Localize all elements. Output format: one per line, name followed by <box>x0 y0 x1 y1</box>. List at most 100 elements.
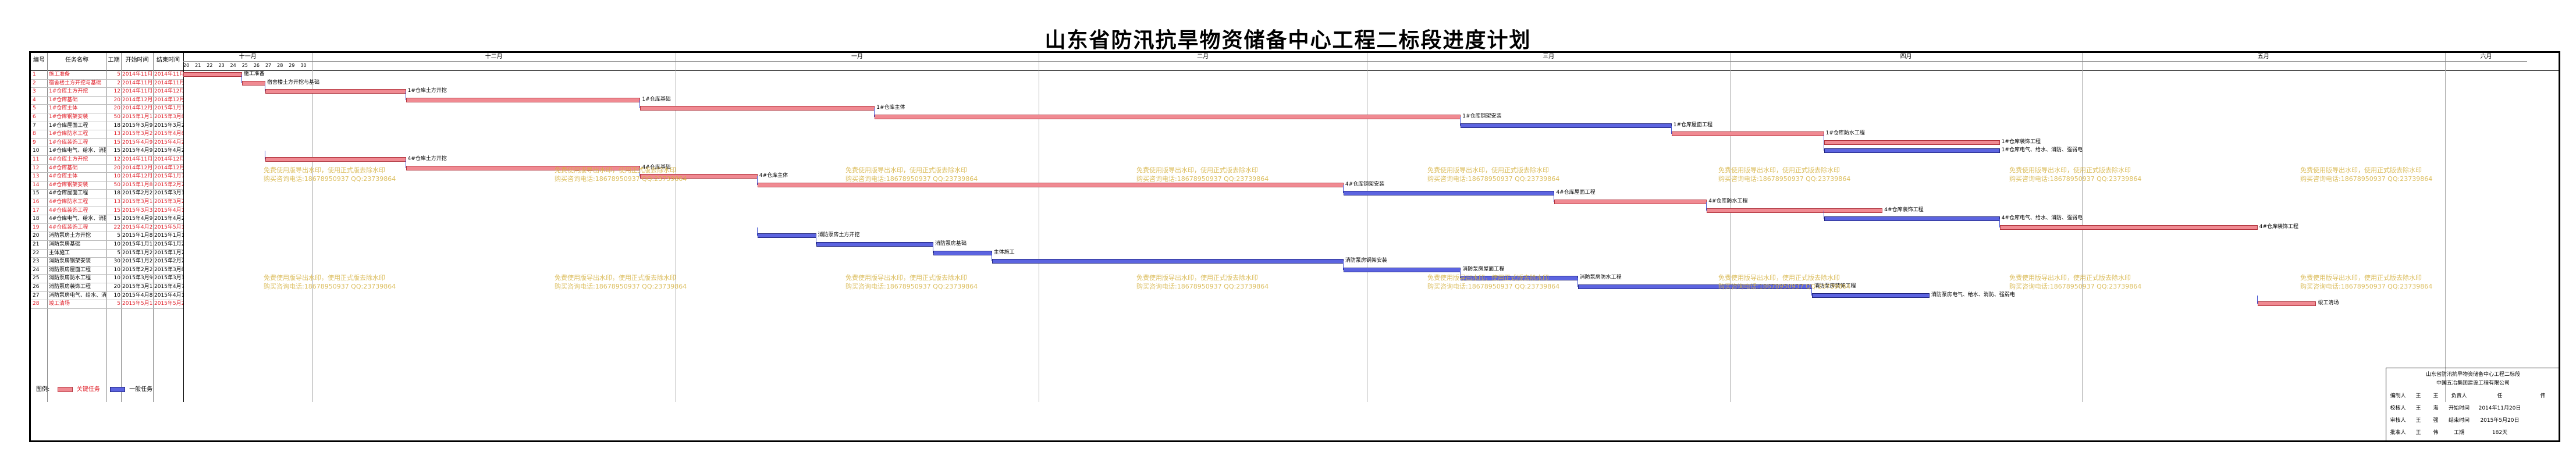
task-end: 2015年1月12日 <box>154 233 183 239</box>
task-name: 1#仓库防水工程 <box>49 131 88 137</box>
titleblock-cell: 校核人 <box>2390 405 2406 411</box>
task-duration: 15 <box>113 139 120 145</box>
col-header-no: 编号 <box>33 57 45 63</box>
task-name: 4#仓库主体 <box>49 173 78 180</box>
task-start: 2015年4月9日 <box>122 139 152 145</box>
gantt-bar <box>1999 225 2258 230</box>
task-no: 23 <box>33 258 40 265</box>
task-duration: 15 <box>113 216 120 222</box>
task-no: 17 <box>33 207 40 214</box>
gantt-bar <box>1824 140 2000 145</box>
task-start: 2014年11月27日 <box>122 156 152 162</box>
task-name: 4#仓库土方开挖 <box>49 156 88 162</box>
task-no: 7 <box>33 122 36 129</box>
legend: 图例: 关键任务 一般任务 <box>36 384 152 393</box>
gantt-bar-label: 4#仓库电气、给水、消防、强弱电 <box>2001 215 2083 222</box>
dependency-line <box>1999 219 2000 227</box>
task-end: 2015年1月27日 <box>154 250 183 256</box>
gantt-bar <box>2257 301 2316 307</box>
task-end: 2015年3月29日 <box>154 199 183 205</box>
task-duration: 20 <box>113 105 120 112</box>
task-end: 2015年1月17日 <box>154 105 183 112</box>
col-divider <box>47 53 48 402</box>
task-start: 2015年1月8日 <box>122 182 152 188</box>
row-divider <box>31 257 183 258</box>
task-end: 2014年11月24日 <box>154 72 183 77</box>
task-no: 22 <box>33 250 40 256</box>
task-name: 消防泵房电气、给水、消防、强弱电 <box>49 292 106 298</box>
task-name: 1#仓库电气、给水、消防、强弱电 <box>49 148 106 154</box>
titleblock-company: 中国五冶集团建设工程有限公司 <box>2436 380 2510 386</box>
row-divider <box>31 308 183 309</box>
watermark-line2: 购买咨询电话:18678950937 QQ:23739864 <box>1427 175 1560 183</box>
dependency-line <box>1342 261 1344 270</box>
task-end: 2014年12月8日 <box>154 156 183 162</box>
task-no: 4 <box>33 97 36 103</box>
task-duration: 13 <box>113 131 120 137</box>
task-end: 2015年2月26日 <box>154 258 183 265</box>
legend-critical-label: 关键任务 <box>76 386 100 393</box>
month-divider <box>312 53 313 402</box>
task-end: 2015年5月15日 <box>154 224 183 230</box>
task-name: 4#仓库电气、给水、消防、强弱电 <box>49 216 106 222</box>
task-end: 2014年12月28日 <box>154 97 183 103</box>
gantt-bar-label: 施工准备 <box>243 71 265 77</box>
task-duration: 10 <box>113 275 120 282</box>
row-divider <box>31 274 183 275</box>
titleblock-cell: 王 <box>2415 418 2421 424</box>
watermark-line1: 免费使用版导出水印，使用正式版去除水印 <box>264 274 385 282</box>
watermark-line2: 购买咨询电话:18678950937 QQ:23739864 <box>2300 283 2433 290</box>
gantt-bar <box>1461 123 1672 128</box>
row-divider <box>31 180 183 182</box>
dependency-line <box>2257 295 2258 304</box>
col-divider <box>106 53 107 402</box>
task-end: 2015年5月20日 <box>154 301 183 307</box>
task-start: 2015年1月13日 <box>122 241 152 247</box>
gantt-bar <box>406 97 641 102</box>
task-no: 3 <box>33 88 36 95</box>
day-label: 25 <box>241 63 248 68</box>
watermark-line2: 购买咨询电话:18678950937 QQ:23739864 <box>2009 283 2142 290</box>
task-name: 1#仓库土方开挖 <box>49 88 88 95</box>
task-no: 20 <box>33 233 40 239</box>
gantt-bar <box>933 250 992 255</box>
gantt-bar <box>1824 148 2000 154</box>
titleblock-cell: 2015年5月20日 <box>2480 418 2520 424</box>
watermark-line2: 购买咨询电话:18678950937 QQ:23739864 <box>845 175 978 183</box>
gantt-bar-label: 消防泵房屋面工程 <box>1462 266 1505 272</box>
task-start: 2015年1月18日 <box>122 114 152 120</box>
month-divider <box>1730 53 1731 402</box>
gantt-bar <box>265 157 406 162</box>
row-divider <box>31 291 183 292</box>
month-label: 三月 <box>1543 54 1555 60</box>
gantt-bar <box>241 80 265 86</box>
task-duration: 12 <box>113 88 120 95</box>
task-start: 2015年2月27日 <box>122 190 152 197</box>
task-no: 5 <box>33 105 36 112</box>
watermark-line2: 购买咨询电话:18678950937 QQ:23739864 <box>845 283 978 290</box>
titleblock-cell: 伟 <box>2433 430 2439 436</box>
dependency-line <box>1811 287 1813 296</box>
gantt-bar <box>1707 208 1883 213</box>
gantt-bar-label: 消防泵房土方开挖 <box>818 232 860 239</box>
watermark-line2: 购买咨询电话:18678950937 QQ:23739864 <box>2300 175 2433 183</box>
month-label: 六月 <box>2480 54 2492 60</box>
task-start: 2015年2月27日 <box>122 266 152 273</box>
task-start: 2015年4月8日 <box>122 292 152 298</box>
gantt-bar <box>640 106 875 111</box>
task-no: 18 <box>33 216 40 222</box>
watermark-line2: 购买咨询电话:18678950937 QQ:23739864 <box>555 283 687 290</box>
gantt-bar-label: 1#仓库屋面工程 <box>1673 122 1713 128</box>
task-no: 9 <box>33 139 36 145</box>
gantt-bar-label: 4#仓库土方开挖 <box>407 156 447 162</box>
gantt-bar <box>265 89 406 94</box>
task-end: 2015年3月26日 <box>154 122 183 129</box>
task-duration: 30 <box>113 258 120 265</box>
task-name: 4#仓库装饰工程 <box>49 207 88 214</box>
task-name: 消防泵房防水工程 <box>49 275 91 282</box>
dependency-line <box>1460 269 1461 279</box>
watermark-line2: 购买咨询电话:18678950937 QQ:23739864 <box>2009 175 2142 183</box>
task-name: 主体施工 <box>49 250 70 256</box>
task-no: 28 <box>33 301 40 307</box>
gantt-bar-label: 宿舍楼土方开挖与基础 <box>267 79 319 86</box>
